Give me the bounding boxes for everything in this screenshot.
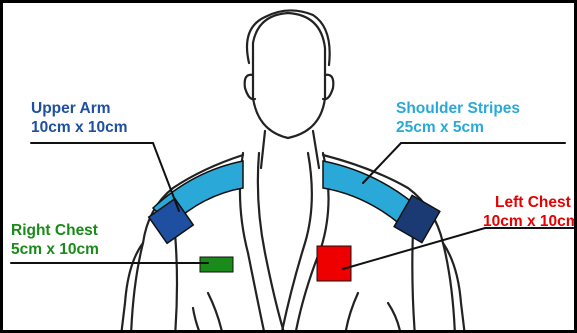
right-sleeve-seam	[412, 231, 415, 333]
right-chest-title: Right Chest	[11, 221, 99, 240]
fold-3	[388, 303, 401, 333]
shoulder-stripes-title: Shoulder Stripes	[396, 99, 520, 118]
right-chest-size: 5cm x 10cm	[11, 240, 99, 259]
left-chest-label: Left Chest 10cm x 10cm	[483, 193, 577, 231]
upper-arm-leader	[31, 143, 179, 211]
left-sleeve-seam	[175, 233, 177, 333]
shoulder-stripes-label: Shoulder Stripes 25cm x 5cm	[396, 99, 520, 137]
left-chest-leader	[343, 228, 577, 269]
upper-arm-size: 10cm x 10cm	[31, 118, 128, 137]
shoulder-stripes-leader	[363, 143, 565, 183]
fold-1	[208, 293, 223, 333]
gi-illustration	[3, 3, 577, 333]
fold-2	[345, 293, 358, 333]
hair-outline	[247, 10, 330, 65]
left-collar-inner	[258, 153, 285, 333]
fold-4	[193, 308, 201, 333]
head-outline	[253, 13, 325, 138]
right-chest-label: Right Chest 5cm x 10cm	[11, 221, 99, 259]
left-chest-title: Left Chest	[483, 193, 577, 212]
upper-arm-title: Upper Arm	[31, 99, 128, 118]
right-collar-inner	[281, 153, 312, 333]
upper-arm-label: Upper Arm 10cm x 10cm	[31, 99, 128, 137]
shoulder-stripe-right	[323, 161, 413, 225]
shoulder-stripes-size: 25cm x 5cm	[396, 118, 520, 137]
left-chest-patch	[317, 246, 351, 281]
right-chest-patch	[200, 257, 233, 272]
left-chest-size: 10cm x 10cm	[483, 212, 577, 231]
